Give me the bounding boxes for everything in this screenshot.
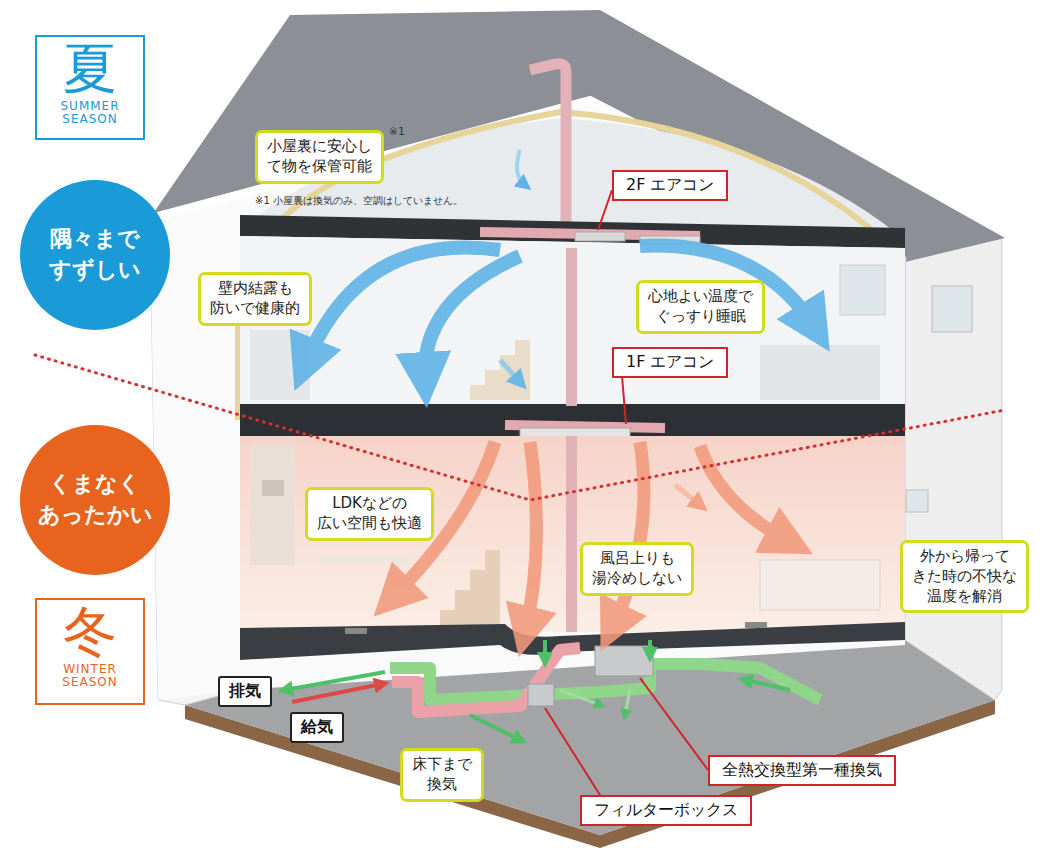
node-text: 壁内結露も 防いで健康的 bbox=[210, 279, 300, 319]
warm-arrow bbox=[675, 485, 700, 505]
kitchen bbox=[250, 445, 295, 565]
microwave bbox=[262, 480, 284, 496]
pipe-pink bbox=[392, 648, 580, 712]
air-arrow bbox=[470, 715, 520, 740]
cool-arrow bbox=[500, 360, 520, 382]
cool-arrows bbox=[305, 246, 815, 382]
callout-box: 風呂上りも 湯冷めしない bbox=[580, 542, 694, 596]
node-text: 1F エアコン bbox=[626, 352, 714, 373]
filter-box bbox=[528, 684, 554, 706]
air-arrow bbox=[648, 640, 652, 655]
note-text: ※1 小屋裏は換気のみ、空調はしていません。 bbox=[255, 194, 463, 208]
cool-arrow bbox=[305, 247, 500, 365]
air-arrow bbox=[560, 690, 600, 705]
cool-arrow bbox=[425, 256, 520, 380]
stairs bbox=[440, 550, 500, 630]
air-arrow bbox=[625, 690, 630, 715]
floor-slab bbox=[240, 404, 905, 437]
second-floor bbox=[240, 215, 905, 408]
callout-box: LDKなどの 広い空間も快適 bbox=[305, 487, 434, 541]
node-text: 給気 bbox=[301, 717, 333, 738]
node-text: 冬 bbox=[37, 604, 143, 661]
callout-box: 心地よい温度で ぐっすり睡眠 bbox=[636, 280, 765, 334]
node-text: 外から帰って きた時の不快な 温度を解消 bbox=[912, 547, 1017, 606]
bed bbox=[760, 345, 880, 400]
callout-box: 床下まで 換気 bbox=[400, 748, 484, 802]
node-text: 排気 bbox=[229, 681, 261, 702]
label-box: 給気 bbox=[290, 712, 344, 743]
pipe-green bbox=[700, 664, 820, 700]
label-box: 2F エアコン bbox=[612, 170, 728, 201]
node-text: 隅々まで すずしい bbox=[49, 224, 141, 286]
floor-slab bbox=[240, 404, 905, 436]
callout-box: 外から帰って きた時の不快な 温度を解消 bbox=[900, 540, 1029, 613]
front-section bbox=[150, 100, 905, 700]
node-text: ※1 bbox=[389, 125, 405, 140]
heat-exchanger bbox=[595, 646, 653, 676]
supply-arrow bbox=[292, 684, 382, 702]
warm-arrow bbox=[525, 442, 536, 632]
label-box: 排気 bbox=[218, 676, 272, 707]
duct bbox=[566, 436, 577, 632]
right-wall bbox=[905, 238, 1002, 700]
furniture bbox=[250, 330, 310, 400]
duct bbox=[566, 248, 577, 406]
room-1f bbox=[240, 436, 905, 632]
node-text: 床下まで 換気 bbox=[412, 755, 472, 795]
callout-box: 壁内結露も 防いで健康的 bbox=[198, 272, 312, 326]
season-divider bbox=[35, 355, 1005, 500]
node-text: 心地よい温度で ぐっすり睡眠 bbox=[648, 287, 753, 327]
node-text: SUMMER SEASON bbox=[60, 100, 119, 128]
node-text: 小屋裏に安心し て物を保管可能 bbox=[267, 137, 372, 177]
warm-arrow bbox=[612, 442, 644, 628]
ventilation bbox=[285, 640, 820, 740]
node-text: 2F エアコン bbox=[626, 175, 714, 196]
callout-box: 小屋裏に安心し て物を保管可能※1 bbox=[255, 130, 384, 184]
node-text: 全熱交換型第一種換気 bbox=[722, 760, 882, 781]
air-arrow bbox=[745, 680, 790, 690]
label-box: 1F エアコン bbox=[612, 347, 728, 378]
badge-circle: くまなく あったかい bbox=[20, 425, 170, 575]
duct bbox=[530, 64, 566, 230]
stairs bbox=[470, 340, 530, 400]
window bbox=[932, 286, 972, 332]
leader-line bbox=[622, 376, 626, 424]
table bbox=[320, 555, 410, 563]
aircon-2f bbox=[575, 232, 625, 241]
aircon-1f bbox=[520, 428, 630, 437]
leader-line bbox=[640, 678, 708, 770]
air-arrow bbox=[543, 640, 547, 660]
badge-circle: 隅々まで すずしい bbox=[20, 180, 170, 330]
room-2f bbox=[240, 236, 905, 408]
warm-arrows bbox=[392, 442, 790, 632]
node-text: WINTER SEASON bbox=[62, 663, 117, 691]
floor-vent bbox=[745, 622, 767, 628]
label-box: フィルターボックス bbox=[580, 795, 752, 826]
window bbox=[906, 490, 928, 512]
window bbox=[840, 265, 885, 315]
leader-line bbox=[598, 190, 612, 230]
roof-surface bbox=[150, 10, 1005, 262]
floor-vent bbox=[345, 628, 367, 634]
node-text: フィルターボックス bbox=[594, 800, 738, 821]
roof bbox=[150, 10, 1005, 262]
vent-arrow bbox=[517, 150, 525, 185]
season-box: 冬WINTER SEASON bbox=[35, 598, 145, 705]
node-text: 風呂上りも 湯冷めしない bbox=[592, 549, 682, 589]
season-box: 夏SUMMER SEASON bbox=[35, 35, 145, 140]
node-text: 夏 bbox=[37, 41, 143, 98]
leader-line bbox=[545, 708, 600, 795]
node-text: LDKなどの 広い空間も快適 bbox=[317, 494, 422, 534]
label-box: 全熱交換型第一種換気 bbox=[708, 755, 896, 786]
node-text: くまなく あったかい bbox=[38, 469, 153, 531]
bathtub bbox=[760, 560, 880, 610]
